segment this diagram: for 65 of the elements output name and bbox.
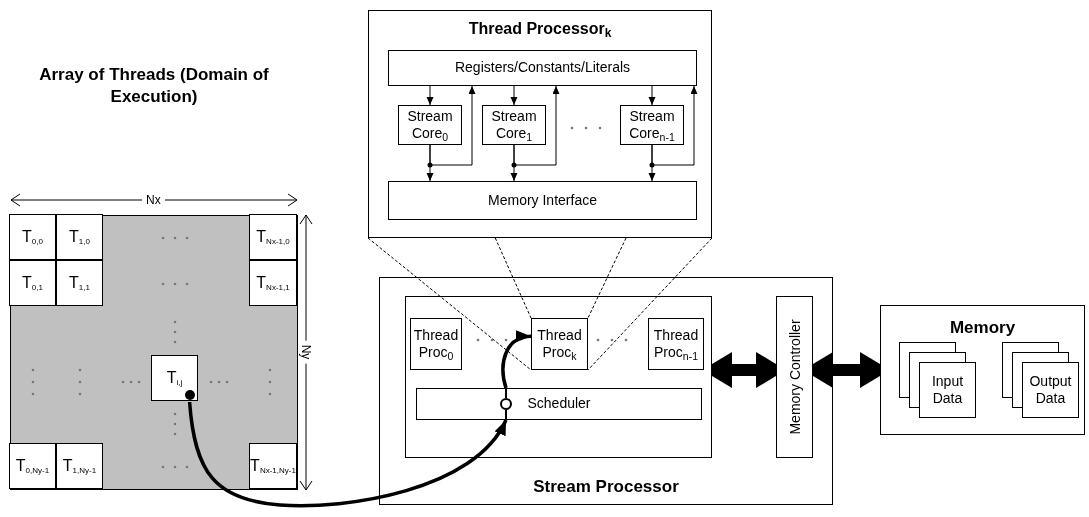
box-label: T$_{Nx-1,Ny-1}$ — [250, 456, 296, 476]
processor-box — [410, 318, 462, 370]
box-label: Input Data — [930, 372, 965, 408]
box-label: Stream Core$_{n-1}$ — [628, 107, 676, 143]
box-label: T$_{0,1}$ — [22, 273, 43, 293]
panel-title: Thread Processor$_{k}$ — [468, 20, 612, 37]
bold-arrow — [501, 331, 532, 389]
box-label: T$_{Nx-1,1}$ — [256, 273, 290, 293]
dashed-line — [587, 237, 627, 319]
box-label: T$_{0,0}$ — [22, 227, 43, 247]
processor-group-box — [405, 296, 712, 458]
arrow — [648, 85, 656, 106]
processor-box — [531, 318, 588, 370]
box-label: T$_{i,j}$ — [166, 368, 183, 388]
arrow — [429, 85, 476, 166]
dashed-line — [494, 237, 532, 319]
controller-bar — [776, 296, 813, 458]
thread-cell — [9, 260, 56, 306]
thread-cell — [249, 214, 297, 260]
thread-cell — [9, 214, 56, 260]
dashed-line — [587, 237, 713, 371]
core-box — [482, 105, 546, 145]
thread-cell — [9, 443, 56, 489]
box-label: Thread Proc$_{n-1}$ — [652, 326, 700, 362]
panel-title: Stream Processor — [533, 477, 679, 496]
processor-panel — [379, 277, 833, 505]
core-box — [398, 105, 462, 145]
box-label: Stream Core$_{1}$ — [490, 107, 538, 143]
memory-panel — [880, 305, 1085, 435]
thread-cell — [249, 443, 297, 489]
box-label: T$_{1,Ny-1}$ — [62, 456, 97, 476]
box-label: Scheduler — [527, 395, 591, 413]
box-label: Memory Interface — [488, 191, 597, 210]
arrow — [510, 85, 518, 106]
processor-panel — [368, 10, 712, 238]
bold-arrow — [187, 401, 508, 508]
box-label: Thread Proc$_{k}$ — [536, 326, 583, 362]
core-box — [620, 105, 684, 145]
box-label: T$_{1,1}$ — [69, 273, 90, 293]
thread-cell — [56, 443, 103, 489]
processor-box — [648, 318, 704, 370]
box-label: Thread Proc$_{0}$ — [412, 326, 460, 362]
box-label: Registers/Constants/Literals — [454, 59, 631, 77]
thread-cell — [249, 260, 297, 306]
box-label: T$_{0,Ny-1}$ — [15, 456, 50, 476]
box-label: Stream Core$_{0}$ — [406, 107, 454, 143]
thread-cell — [56, 214, 103, 260]
interface-bar — [388, 181, 697, 220]
thread-grid — [10, 215, 298, 490]
diagram-heading: Array of Threads (Domain of Execution) — [38, 64, 270, 108]
panel-title: Memory — [949, 318, 1016, 337]
scheduler-bar — [416, 388, 702, 420]
arrow — [426, 85, 434, 106]
box-label: Output Data — [1028, 372, 1073, 408]
thread-cell — [151, 355, 198, 401]
document-stack — [899, 342, 976, 418]
thread-cell — [56, 260, 103, 306]
arrow — [513, 85, 560, 166]
box-label: T$_{Nx-1,0}$ — [256, 227, 290, 247]
dashed-line — [367, 237, 532, 371]
arrow — [651, 85, 698, 166]
box-label: Memory Controller — [786, 319, 803, 435]
document-stack — [1002, 342, 1079, 418]
box-label: T$_{1,0}$ — [69, 227, 90, 247]
register-bar — [388, 50, 697, 86]
